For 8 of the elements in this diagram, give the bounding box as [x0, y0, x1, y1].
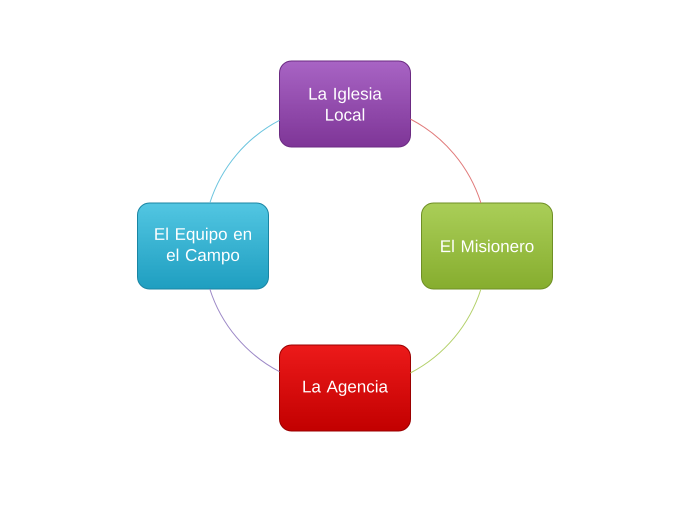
- rounded-box: La Iglesia Local: [279, 60, 411, 148]
- connector-arc: [410, 118, 482, 204]
- connector-arc: [209, 120, 280, 204]
- connector-arc: [209, 288, 280, 372]
- rounded-box: La Agencia: [279, 344, 411, 432]
- connector-arc: [410, 288, 482, 374]
- rounded-box: El Equipo en el Campo: [137, 202, 269, 290]
- rounded-box: El Misionero: [421, 202, 553, 290]
